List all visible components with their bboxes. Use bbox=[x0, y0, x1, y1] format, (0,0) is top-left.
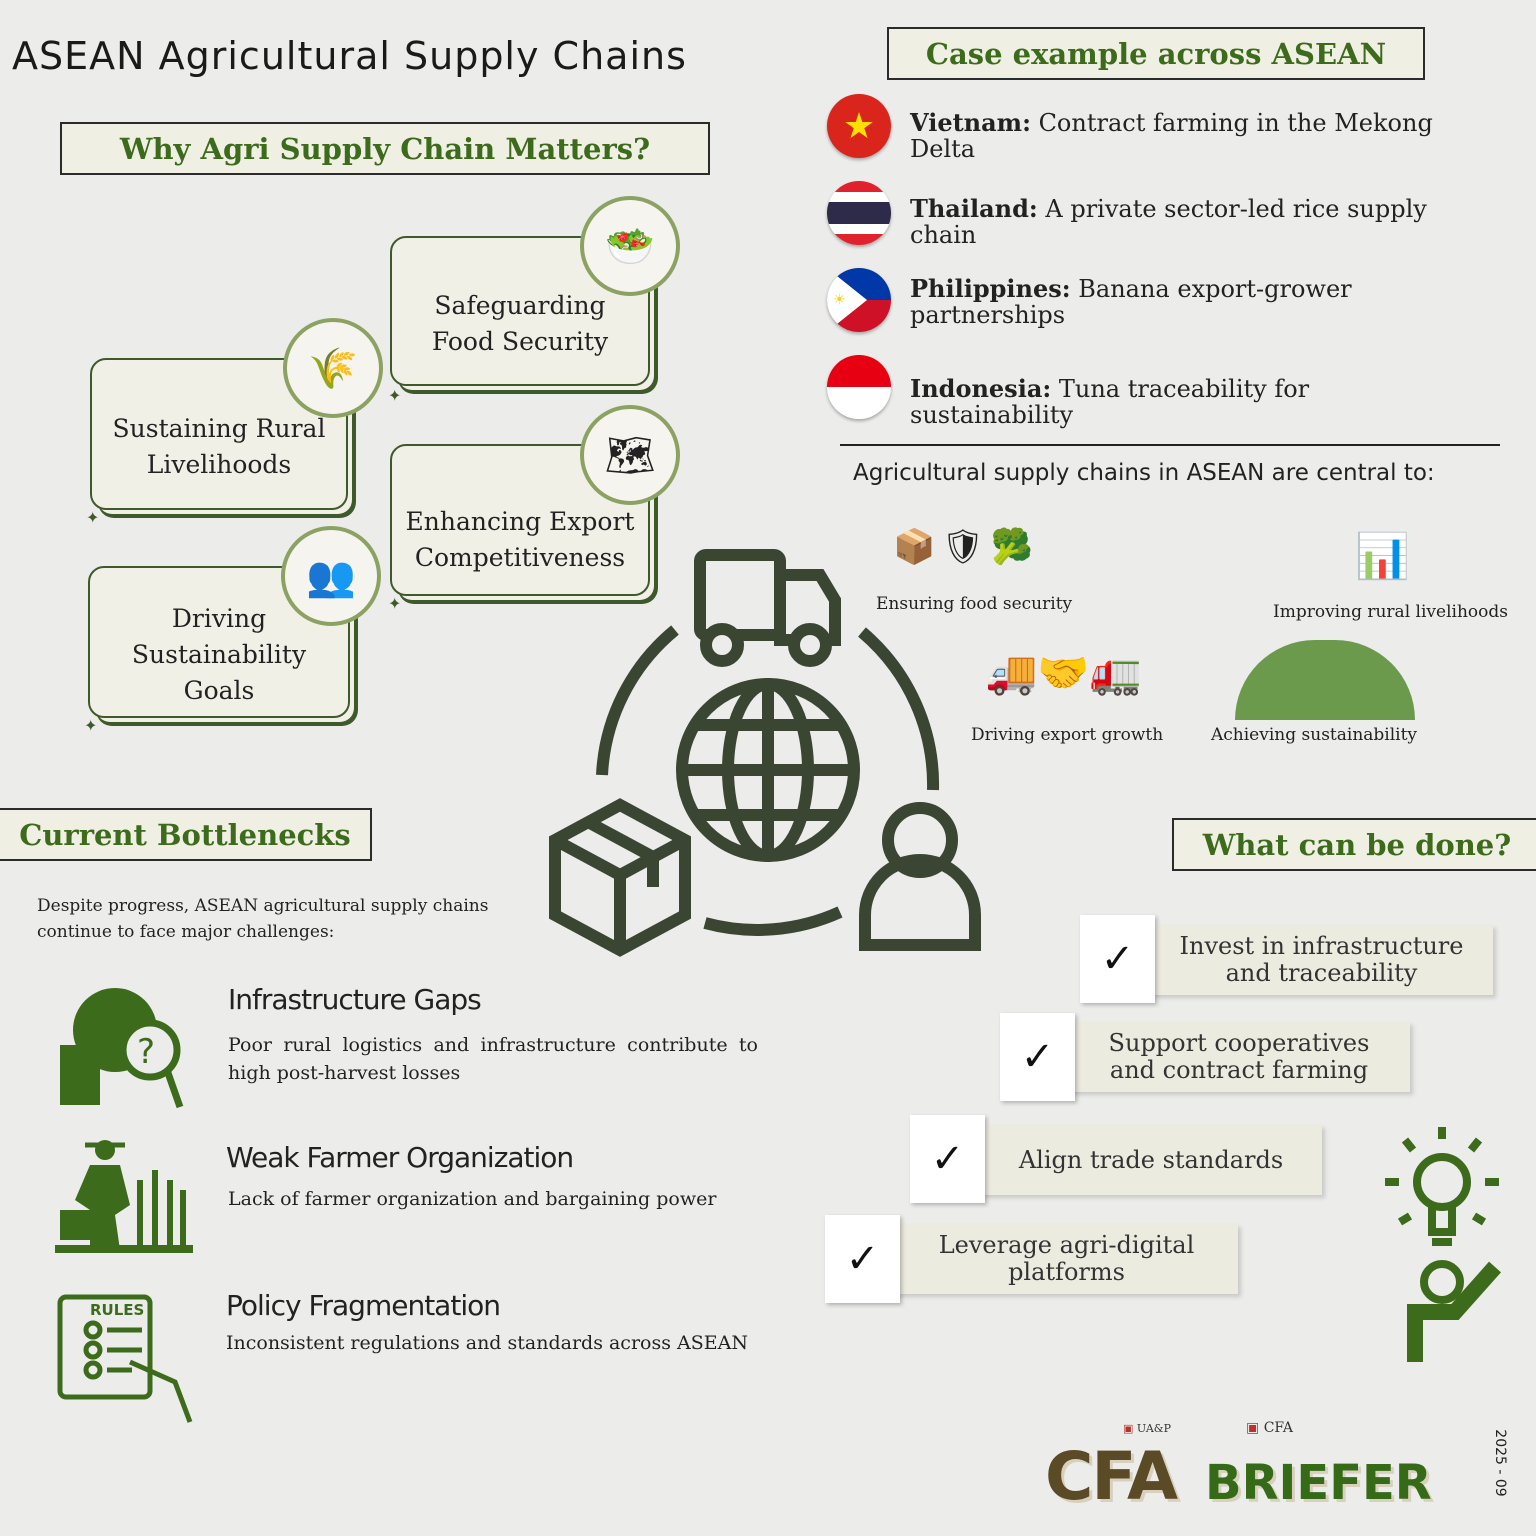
export-illustration: 🚚🤝🚛 bbox=[985, 648, 1142, 697]
country-name: Philippines: bbox=[910, 274, 1071, 303]
svg-text:?: ? bbox=[137, 1032, 155, 1072]
supply-chain-icon bbox=[549, 549, 981, 957]
country-name: Vietnam: bbox=[910, 108, 1031, 137]
bottleneck-text: Poor rural logistics and infrastructure … bbox=[228, 1034, 758, 1084]
person-icon bbox=[859, 802, 981, 951]
action-label: Align trade standards bbox=[1018, 1145, 1284, 1174]
rules-checklist-icon: RULES bbox=[57, 1294, 193, 1423]
philippines-flag-icon: ☀ bbox=[827, 268, 891, 332]
trade-map-icon: 🗺 bbox=[580, 405, 680, 505]
case-text: Contract farming in the Mekong Delta bbox=[910, 109, 1433, 163]
sparkle-icon: ✦ bbox=[388, 386, 402, 405]
card-label: Driving Sustainability Goals bbox=[131, 603, 307, 705]
bottleneck-title: Weak Farmer Organization bbox=[226, 1141, 574, 1174]
uap-logo: ▣ UA&P bbox=[1123, 1422, 1171, 1435]
sparkle-icon: ✦ bbox=[86, 508, 100, 527]
check-icon: ✓ bbox=[1080, 915, 1155, 1003]
brand-briefer: BRIEFER bbox=[1205, 1455, 1432, 1511]
label-sustainability: Achieving sustainability bbox=[1211, 725, 1418, 745]
bottlenecks-heading: Current Bottlenecks bbox=[0, 808, 372, 861]
check-icon: ✓ bbox=[910, 1115, 985, 1203]
action-label: Invest in infrastructure and traceabilit… bbox=[1179, 932, 1464, 987]
sparkle-icon: ✦ bbox=[84, 716, 98, 735]
food-security-illustration: 📦🛡🥦 bbox=[893, 527, 1039, 567]
check-icon: ✓ bbox=[1000, 1013, 1075, 1101]
food-security-icon: 🥗 bbox=[580, 196, 680, 296]
logo-text: CFA bbox=[1263, 1420, 1294, 1436]
card-label: Enhancing Export Competitiveness bbox=[405, 507, 635, 572]
action-label: Support cooperatives and contract farmin… bbox=[1108, 1029, 1370, 1084]
indonesia-flag-icon bbox=[827, 355, 891, 419]
case-indonesia: Indonesia: Tuna traceability for sustain… bbox=[910, 374, 1470, 429]
arrows-icon bbox=[596, 625, 940, 936]
truck-icon bbox=[694, 549, 841, 667]
bottleneck-title: Infrastructure Gaps bbox=[228, 983, 482, 1016]
bottleneck-text: Inconsistent regulations and standards a… bbox=[226, 1332, 748, 1354]
issue-number: 2025 - 09 bbox=[1492, 1429, 1508, 1497]
card-label: Sustaining Rural Livelihoods bbox=[112, 413, 326, 479]
divider bbox=[840, 444, 1500, 446]
idea-person-icon bbox=[1385, 1127, 1501, 1362]
rules-label: RULES bbox=[90, 1301, 144, 1319]
why-heading: Why Agri Supply Chain Matters? bbox=[60, 122, 710, 175]
case-thailand: Thailand: A private sector-led rice supp… bbox=[910, 194, 1470, 249]
bottleneck-title: Policy Fragmentation bbox=[226, 1289, 501, 1322]
case-vietnam: Vietnam: Contract farming in the Mekong … bbox=[910, 108, 1470, 163]
vietnam-flag-icon: ★ bbox=[827, 94, 891, 158]
label-food-security: Ensuring food security bbox=[876, 594, 1073, 614]
bottleneck-text: Lack of farmer organization and bargaini… bbox=[228, 1188, 717, 1210]
country-name: Indonesia: bbox=[910, 374, 1052, 403]
bottlenecks-intro: Despite progress, ASEAN agricultural sup… bbox=[37, 896, 489, 942]
label-export-growth: Driving export growth bbox=[971, 725, 1164, 745]
case-text: Tuna traceability for sustainability bbox=[910, 375, 1310, 429]
card-label: Safeguarding Food Security bbox=[431, 290, 609, 356]
infrastructure-puzzle-icon: ? bbox=[60, 988, 184, 1109]
action-item: Leverage agri-digital platforms bbox=[895, 1224, 1238, 1294]
cases-heading: Case example across ASEAN bbox=[887, 27, 1425, 80]
package-icon bbox=[549, 798, 691, 957]
action-label: Leverage agri-digital platforms bbox=[938, 1231, 1195, 1286]
farmer-icon bbox=[55, 1140, 193, 1253]
central-intro: Agricultural supply chains in ASEAN are … bbox=[853, 460, 1435, 486]
sparkle-icon: ✦ bbox=[388, 594, 402, 613]
case-text: A private sector-led rice supply chain bbox=[910, 195, 1427, 249]
thailand-flag-icon bbox=[827, 181, 891, 245]
label-rural-livelihoods: Improving rural livelihoods bbox=[1273, 602, 1508, 622]
check-icon: ✓ bbox=[825, 1215, 900, 1303]
country-name: Thailand: bbox=[910, 194, 1038, 223]
case-philippines: Philippines: Banana export-grower partne… bbox=[910, 274, 1470, 329]
actions-heading: What can be done? bbox=[1172, 818, 1536, 871]
logo-text: UA&P bbox=[1136, 1422, 1171, 1435]
case-text: Banana export-grower partnerships bbox=[910, 275, 1352, 329]
cfa-logo: ▣ CFA bbox=[1246, 1420, 1294, 1436]
sustainability-people-icon: 👥 bbox=[281, 526, 381, 626]
action-item: Align trade standards bbox=[980, 1125, 1322, 1195]
green-earth-illustration bbox=[1235, 640, 1415, 720]
page-title: ASEAN Agricultural Supply Chains bbox=[12, 34, 687, 78]
livelihoods-illustration: 📊 bbox=[1355, 531, 1410, 582]
farmers-icon: 🌾 bbox=[283, 318, 383, 418]
action-item: Support cooperatives and contract farmin… bbox=[1068, 1022, 1410, 1092]
brand-cfa: CFA bbox=[1045, 1438, 1178, 1515]
globe-icon bbox=[676, 678, 860, 862]
action-item: Invest in infrastructure and traceabilit… bbox=[1150, 925, 1493, 995]
